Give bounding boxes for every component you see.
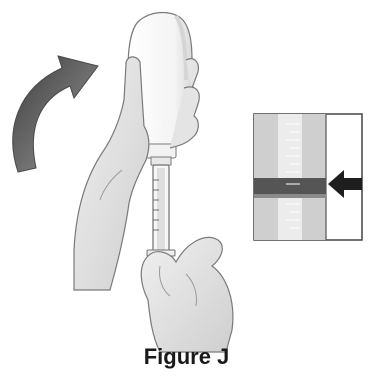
figure-caption: Figure J (0, 344, 373, 370)
curved-rotation-arrow-icon (13, 56, 98, 172)
syringe-closeup-inset (254, 114, 362, 240)
lower-hand (141, 237, 233, 352)
plunger-band (254, 178, 326, 194)
